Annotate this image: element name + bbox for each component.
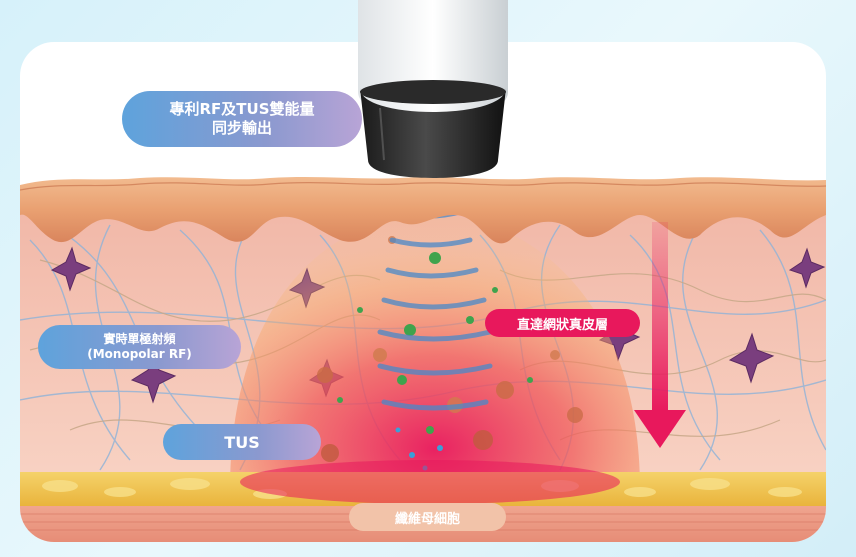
monopolar-rf-label: 實時單極射頻 (Monopolar RF) <box>38 325 241 369</box>
tus-label: TUS <box>163 424 321 460</box>
fibroblast-label: 纖維母細胞 <box>349 503 506 531</box>
arrow-down-icon <box>634 222 686 448</box>
energy-field <box>230 215 640 490</box>
rf-tus-label: 專利RF及TUS雙能量 同步輸出 <box>122 91 362 147</box>
epidermis-layer <box>20 177 826 244</box>
rf-applicator-head <box>358 0 508 178</box>
dermis-label: 直達網狀真皮層 <box>485 309 640 337</box>
